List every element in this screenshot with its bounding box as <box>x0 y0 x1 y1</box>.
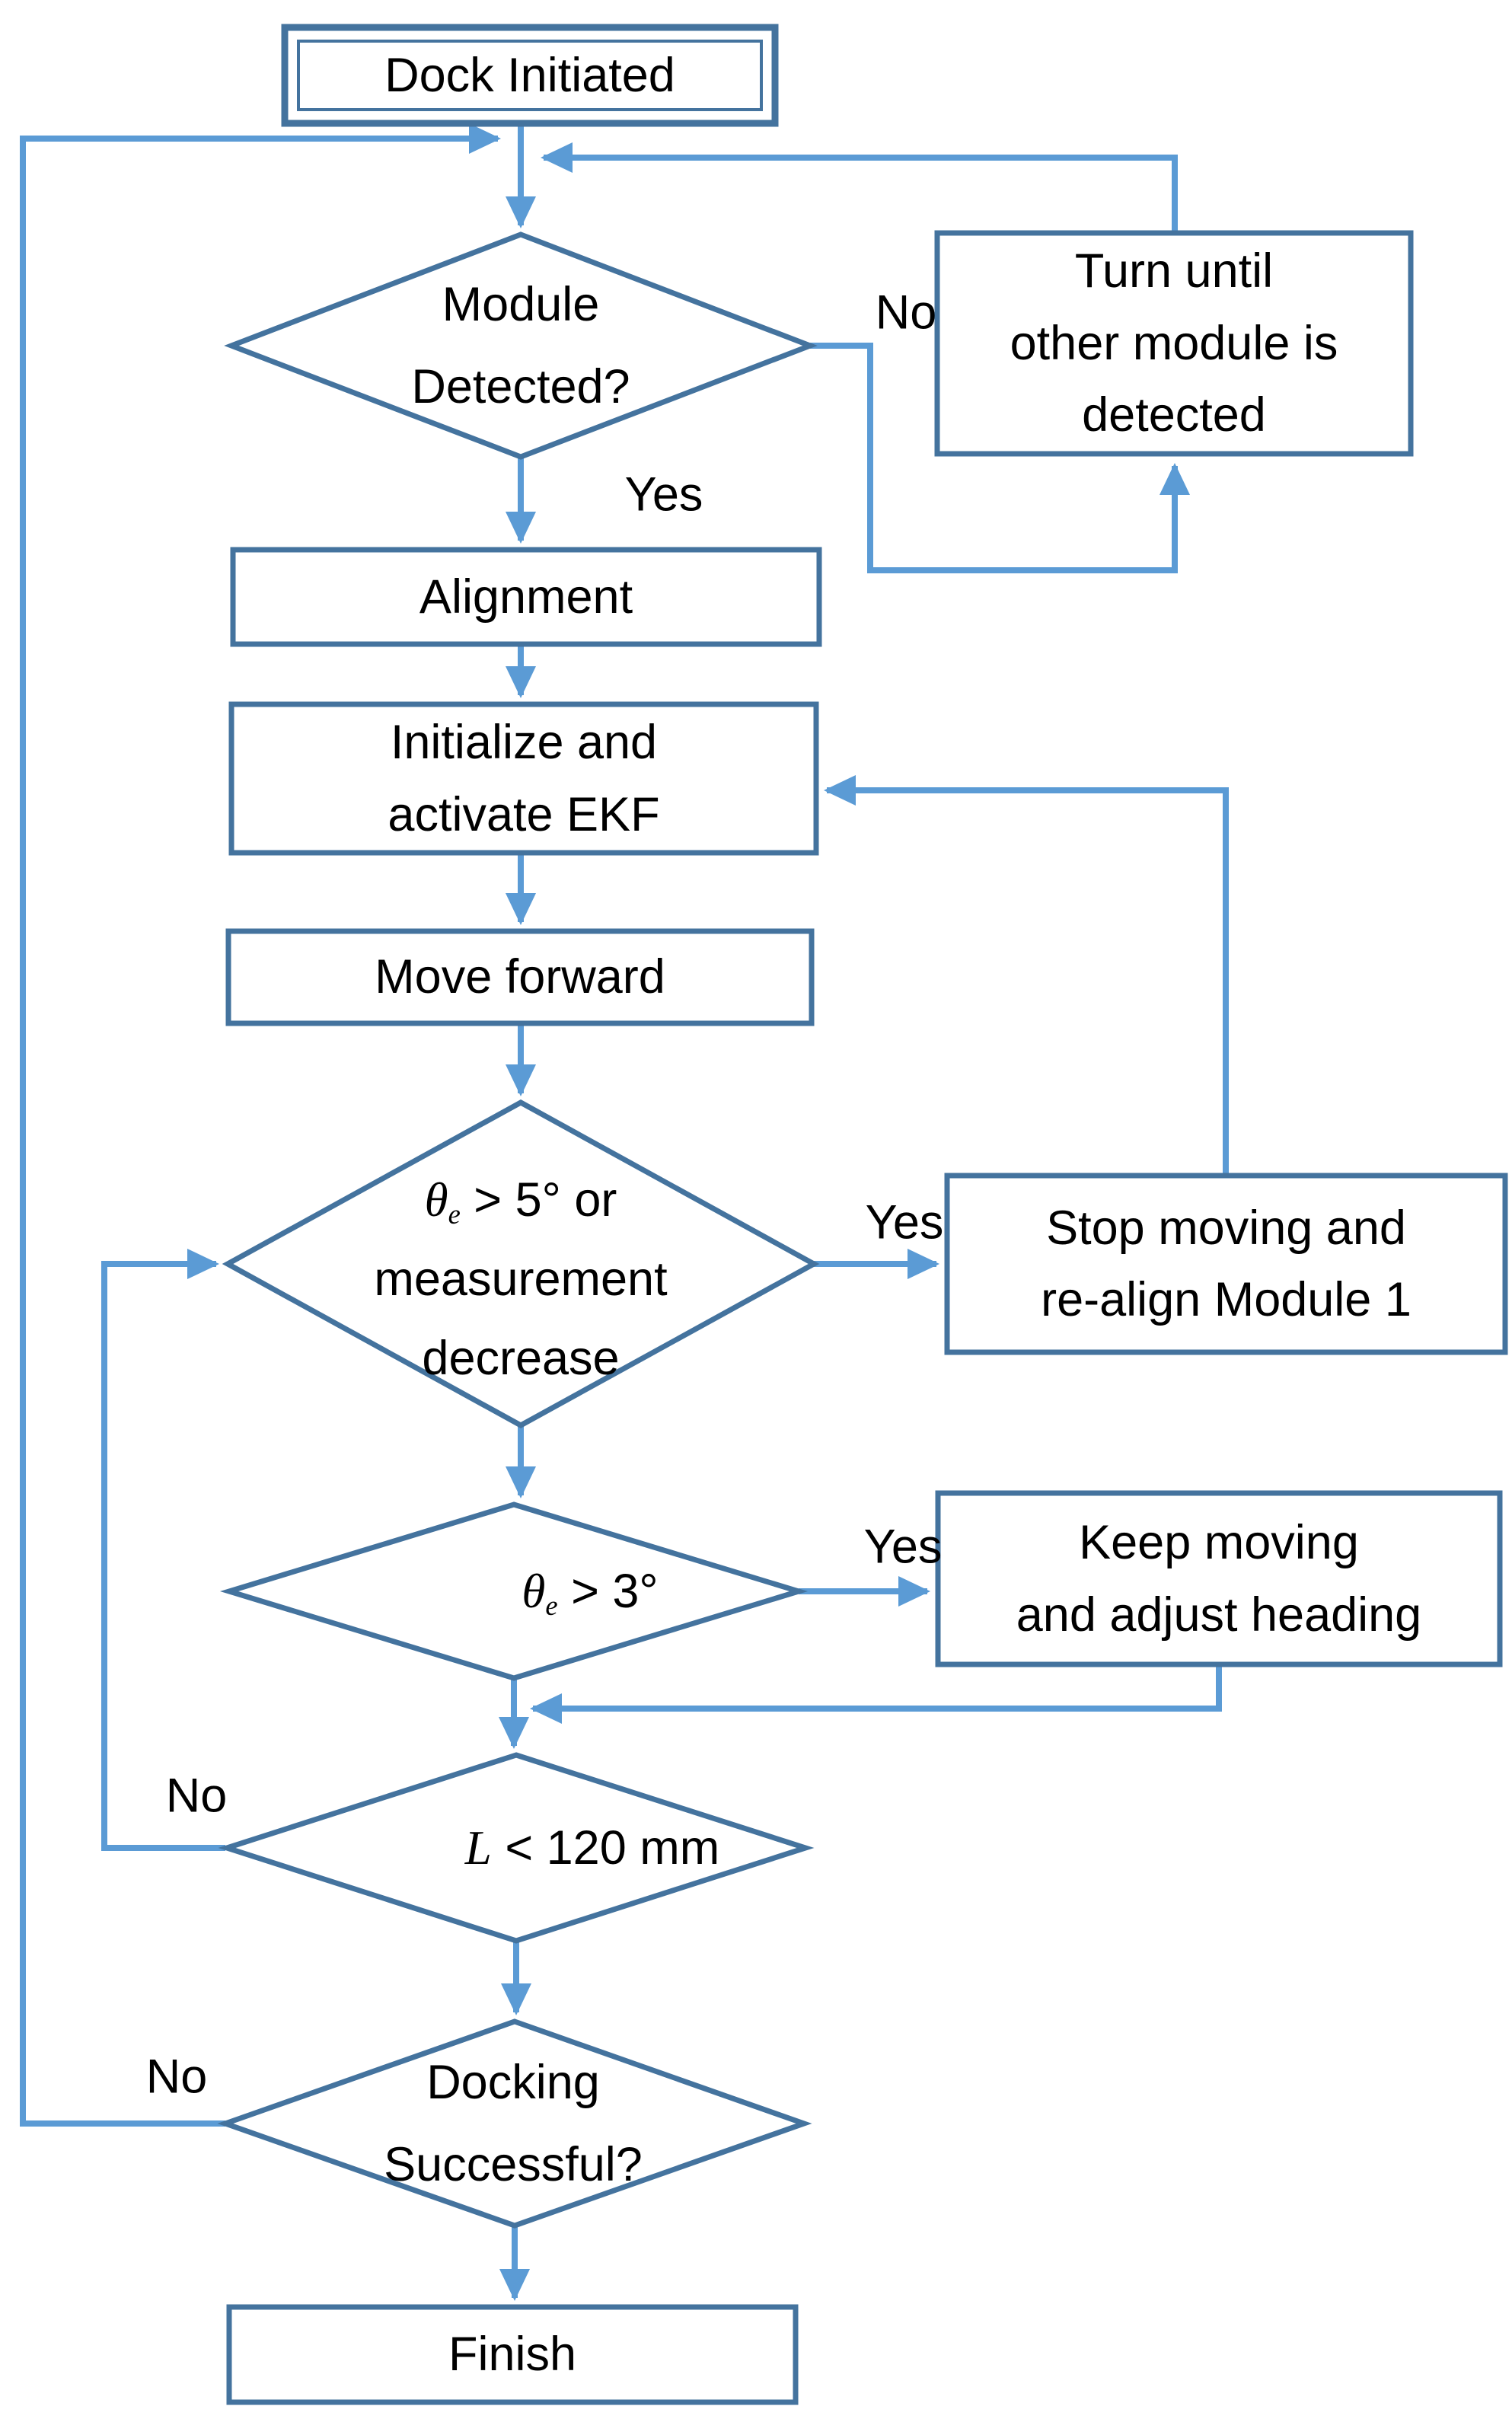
initialize-ekf-box <box>228 701 819 856</box>
l120-label: L < 120 mm <box>227 1770 882 1926</box>
theta5-label-line1: θe > 5° or <box>424 1173 617 1230</box>
connector-module-no <box>810 343 1190 573</box>
l120-label-text: L < 120 mm <box>464 1820 720 1875</box>
module-detected-label: Module Detected? <box>411 277 630 413</box>
edge-label-module-yes: Yes <box>624 467 703 522</box>
edge-label-module-no: No <box>875 286 937 340</box>
stop-realign-box <box>944 1173 1508 1355</box>
connector-docking-no-loop <box>20 123 501 2127</box>
module-detected-diamond <box>224 231 818 460</box>
l120-diamond <box>218 1752 815 1944</box>
dock-initiated-label: Dock Initiated <box>384 48 675 102</box>
docking-successful-diamond <box>217 2018 812 2229</box>
keep-moving-box <box>935 1490 1503 1667</box>
docking-successful-label: Docking Successful? <box>384 2055 643 2191</box>
theta3-label: θe > 3° <box>229 1520 875 1663</box>
theta5-label-line2: measurement <box>374 1252 668 1306</box>
edge-label-theta3-yes: Yes <box>863 1520 943 1574</box>
theta3-diamond <box>219 1501 809 1681</box>
connector-turn-return <box>541 142 1178 233</box>
finish-label: Finish <box>448 2328 577 2382</box>
initialize-ekf-label: Initialize and activate EKF <box>388 716 660 841</box>
alignment-label: Alignment <box>419 570 633 624</box>
edge-label-theta5-yes: Yes <box>865 1195 944 1249</box>
finish-box <box>226 2304 799 2405</box>
edge-label-l120-no: No <box>165 1769 228 1823</box>
stop-realign-label: Stop moving and re-align Module 1 <box>1041 1201 1412 1327</box>
connector-l120-no-loop <box>101 1249 225 1851</box>
theta5-label-line3: decrease <box>422 1332 620 1385</box>
alignment-box <box>230 547 822 647</box>
turn-until-box <box>934 230 1414 457</box>
connector-keep-return <box>530 1664 1222 1724</box>
keep-moving-label: Keep moving and adjust heading <box>1016 1516 1422 1642</box>
turn-until-label: Turn until other module is detected <box>1010 244 1338 442</box>
theta5-diamond <box>222 1099 820 1428</box>
edge-label-docking-no: No <box>145 2050 208 2104</box>
move-forward-label: Move forward <box>375 950 665 1004</box>
theta3-label-text: θe > 3° <box>522 1564 659 1621</box>
connector-stop-return <box>824 775 1229 1176</box>
dock-initiated-box-inner <box>297 40 763 111</box>
theta5-label: θe > 5° or measurement decrease <box>228 1134 814 1424</box>
move-forward-box <box>225 928 815 1026</box>
